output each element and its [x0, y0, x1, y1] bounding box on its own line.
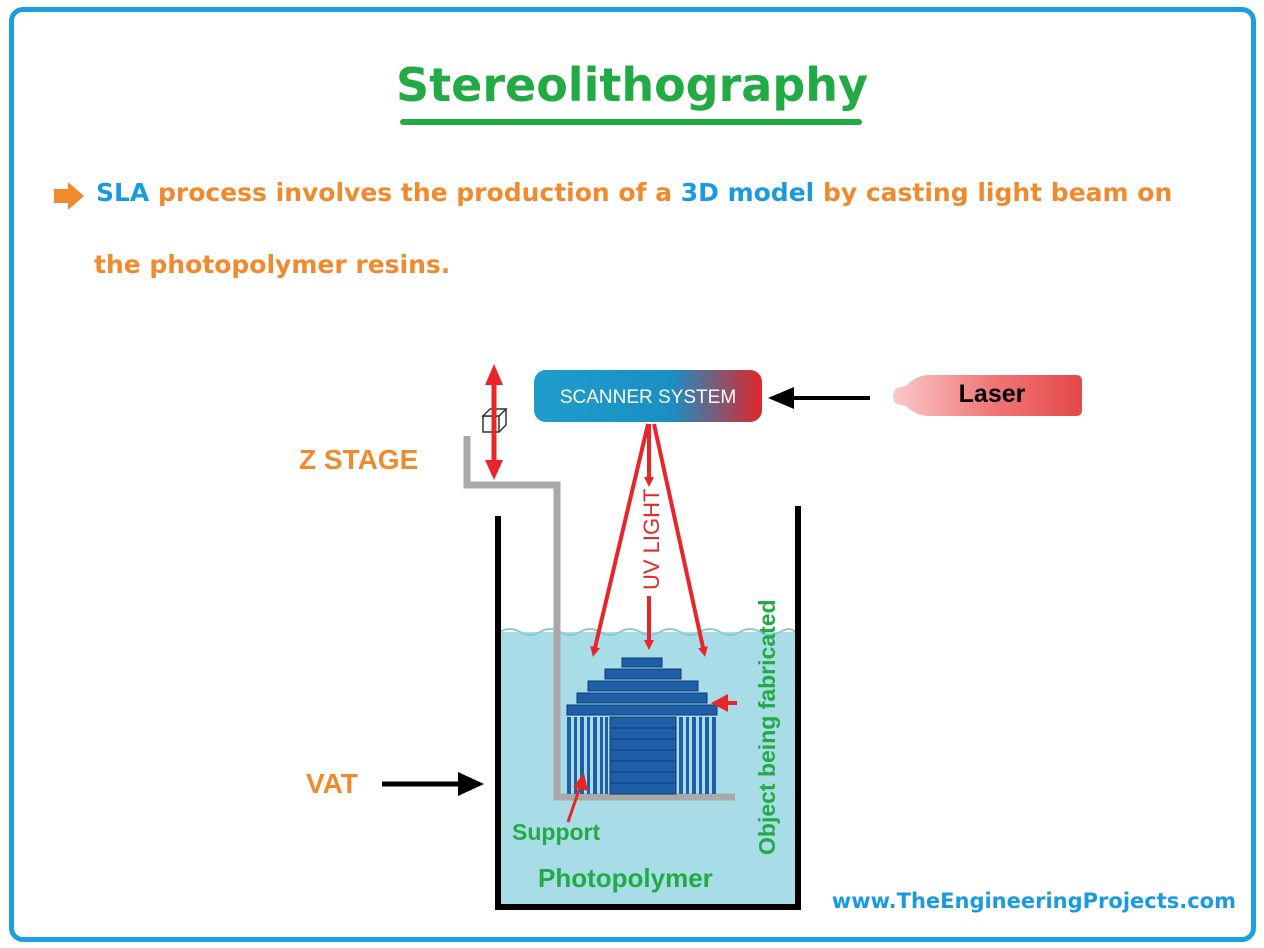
laser-device — [893, 375, 1082, 416]
z-stage-arm — [463, 436, 735, 801]
layer-pointer-arrow — [711, 694, 737, 712]
support-structure — [567, 717, 716, 794]
support-pointer-arrow — [566, 773, 588, 823]
up-down-arrow-icon — [485, 364, 503, 480]
uv-light-rays — [590, 423, 708, 657]
vat-arrow — [382, 772, 484, 796]
z-stage-label: Z STAGE — [299, 444, 418, 475]
support-label: Support — [512, 819, 600, 845]
arrow-right-icon — [54, 182, 84, 210]
laser-label: Laser — [959, 380, 1026, 408]
3d-model-term: 3D model — [680, 178, 815, 207]
description-line-2: the photopolymer resins. — [94, 250, 451, 279]
title-underline — [400, 119, 862, 125]
description-text-a: process involves the production of a — [149, 178, 681, 207]
photopolymer-label: Photopolymer — [538, 863, 713, 893]
footer-website: www.TheEngineeringProjects.com — [831, 889, 1236, 913]
sla-term: SLA — [96, 178, 150, 207]
page-title: Stereolithography — [396, 58, 868, 112]
description-text-b: by casting light beam on — [814, 178, 1173, 207]
uv-light-label: UV LIGHT — [639, 489, 664, 590]
object-label: Object being fabricated — [754, 599, 780, 855]
vat-label: VAT — [306, 768, 358, 799]
description-line-1: SLA process involves the production of a… — [96, 178, 1172, 207]
fabricated-object — [566, 657, 718, 795]
laser-arrow — [768, 387, 870, 409]
scanner-system-label: SCANNER SYSTEM — [560, 387, 736, 408]
scanner-system-box — [534, 370, 762, 422]
vat-walls — [495, 506, 801, 910]
